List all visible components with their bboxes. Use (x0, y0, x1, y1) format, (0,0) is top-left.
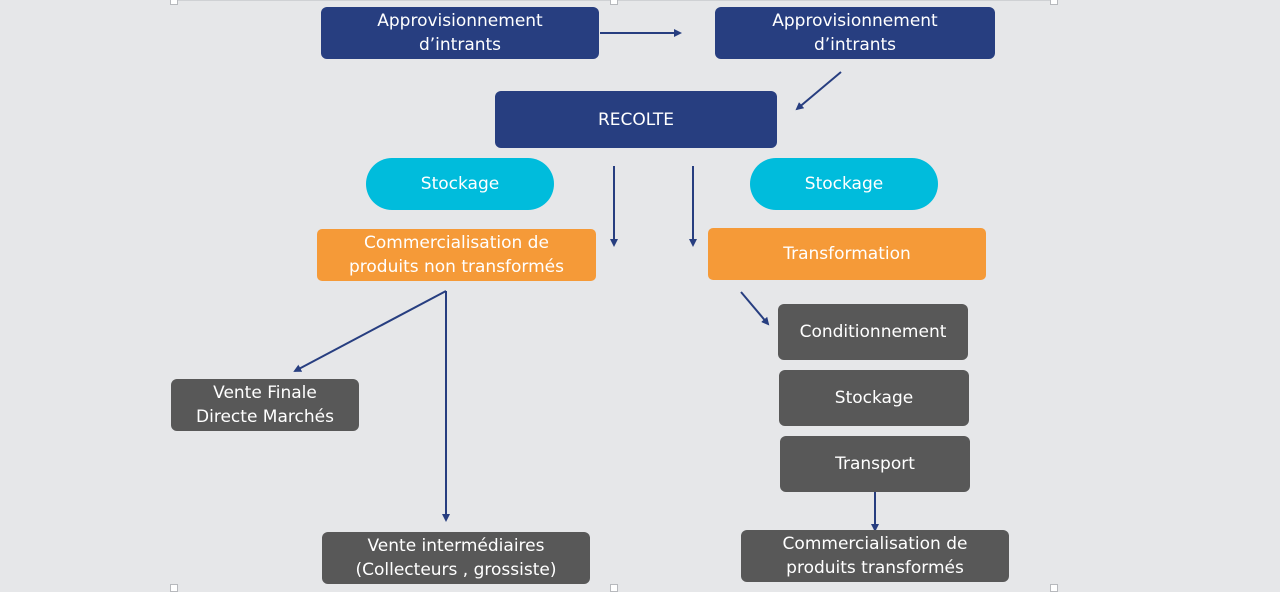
intermediary-sale-node: Vente intermédiaires (Collecteurs , gros… (322, 532, 590, 584)
arrow-transformation-to-packaging (740, 291, 770, 326)
storage-processed-node: Stockage (779, 370, 969, 426)
transport-node: Transport (780, 436, 970, 492)
input-supply-right-node: Approvisionnement d’intrants (715, 7, 995, 59)
storage-right-node: Stockage (750, 158, 938, 210)
resize-handle-top-left (170, 0, 178, 5)
packaging-node: Conditionnement (778, 304, 968, 360)
arrow-commercialization-to-direct-sale (293, 290, 447, 372)
direct-sale-node: Vente Finale Directe Marchés (171, 379, 359, 431)
input-supply-left-node: Approvisionnement d’intrants (321, 7, 599, 59)
resize-handle-top-right (1050, 0, 1058, 5)
commercialization-processed-node: Commercialisation de produits transformé… (741, 530, 1009, 582)
storage-left-node: Stockage (366, 158, 554, 210)
transformation-node: Transformation (708, 228, 986, 280)
resize-handle-top-mid (610, 0, 618, 5)
harvest-node: RECOLTE (495, 91, 777, 148)
arrow-supply-to-harvest (795, 71, 842, 111)
commercialization-raw-node: Commercialisation de produits non transf… (317, 229, 596, 281)
